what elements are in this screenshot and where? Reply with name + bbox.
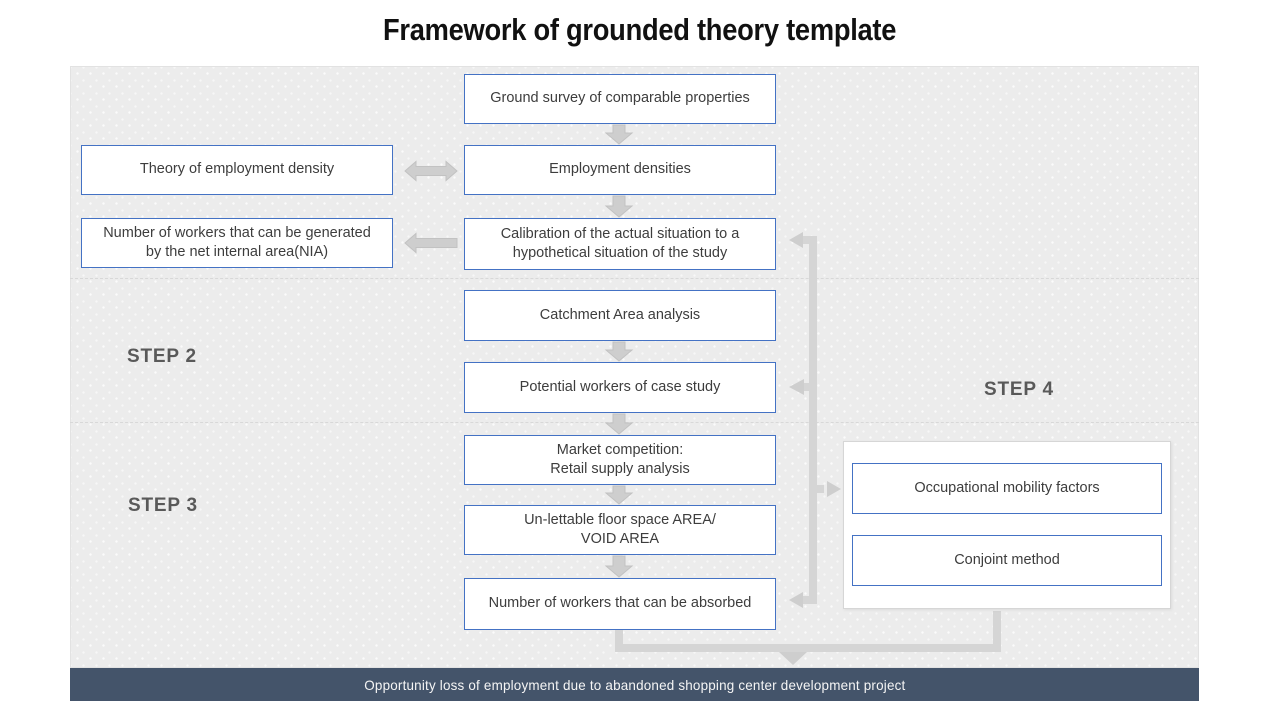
band-divider-2 [70, 422, 1199, 423]
band-divider-1 [70, 278, 1199, 279]
page-title: Framework of grounded theory template [383, 12, 897, 47]
flow-box-employment-densities: Employment densities [464, 145, 776, 195]
flow-box-catchment: Catchment Area analysis [464, 290, 776, 341]
flow-box-market-competition: Market competition: Retail supply analys… [464, 435, 776, 485]
footer-text: Opportunity loss of employment due to ab… [363, 676, 906, 693]
flow-box-nia: Number of workers that can be generated … [81, 218, 393, 268]
flow-box-absorbed: Number of workers that can be absorbed [464, 578, 776, 630]
flow-box-occupational: Occupational mobility factors [852, 463, 1162, 514]
step-3-label: STEP 3 [128, 495, 198, 516]
footer-bar: Opportunity loss of employment due to ab… [70, 668, 1199, 701]
flow-box-potential-workers: Potential workers of case study [464, 362, 776, 413]
flow-box-ground-survey: Ground survey of comparable properties [464, 74, 776, 124]
flow-box-conjoint: Conjoint method [852, 535, 1162, 586]
step-4-label: STEP 4 [984, 379, 1054, 400]
flow-box-theory: Theory of employment density [81, 145, 393, 195]
step-2-label: STEP 2 [127, 346, 197, 367]
flow-box-calibration: Calibration of the actual situation to a… [464, 218, 776, 270]
title-bar: Framework of grounded theory template [0, 12, 1280, 48]
flow-box-unlettable: Un-lettable floor space AREA/ VOID AREA [464, 505, 776, 555]
